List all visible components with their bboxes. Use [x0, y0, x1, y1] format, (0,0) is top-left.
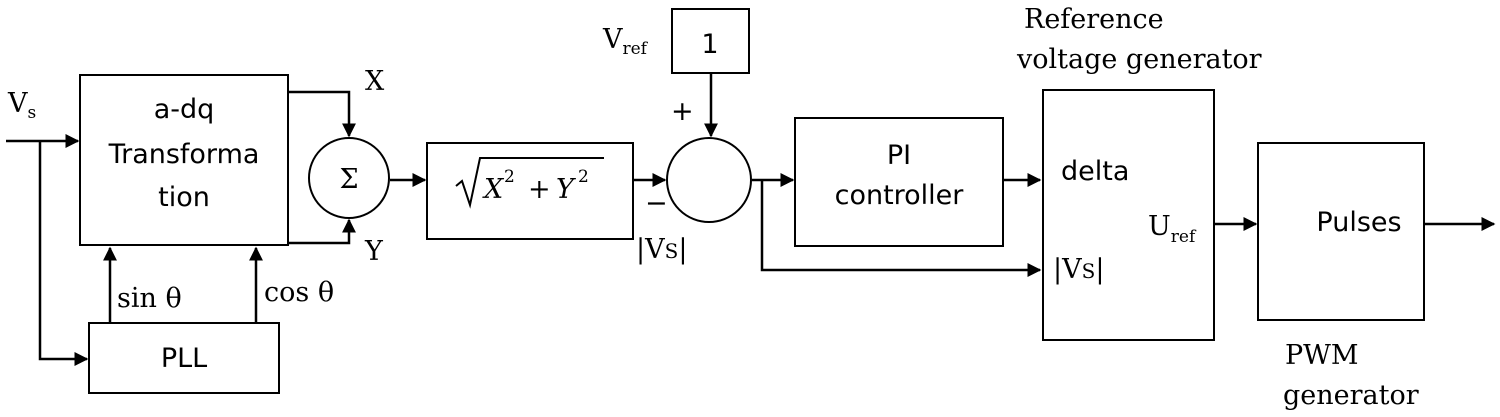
ref-gen-title-line1: Reference — [1024, 4, 1164, 35]
summing-junction — [308, 137, 390, 219]
vs-magnitude-input-label: |VS| — [1053, 254, 1104, 285]
pi-controller-block — [794, 117, 1004, 247]
formula-x: X — [482, 174, 505, 205]
adq-label-line3: tion — [158, 182, 210, 213]
magnitude-formula: X 2 + Y 2 — [455, 157, 604, 209]
y-signal-label: Y — [364, 236, 384, 267]
uref-main: U — [1148, 211, 1171, 242]
formula-x-exponent: 2 — [504, 167, 515, 187]
adq-label-line2: Transforma — [108, 139, 260, 170]
constant-block — [671, 8, 750, 74]
comparator-junction — [666, 137, 752, 223]
formula-y-exponent: 2 — [578, 167, 589, 187]
vs-magnitude-label: |VS| — [636, 234, 687, 265]
sum-symbol: Σ — [339, 164, 358, 195]
vs-mag-open: |V — [636, 234, 665, 265]
x-wire — [288, 90, 356, 138]
x-signal-label: X — [365, 66, 385, 97]
vs-input-open: |V — [1053, 254, 1082, 285]
adq-label-line1: a-dq — [154, 94, 215, 125]
vref-sub: ref — [623, 39, 649, 59]
formula-plus: + — [528, 174, 551, 205]
sin-theta-label: sin θ — [117, 283, 182, 314]
uref-sub: ref — [1171, 227, 1197, 247]
minus-sign: − — [645, 188, 668, 219]
plus-sign: + — [671, 96, 694, 127]
pll-label: PLL — [161, 343, 207, 374]
y-wire — [288, 218, 356, 245]
pi-label-line2: controller — [835, 180, 965, 211]
vs-input-label: Vs — [7, 88, 36, 123]
vs-sub: s — [28, 103, 37, 123]
vs-to-pll-wire — [38, 141, 89, 366]
cos-theta-label: cos θ — [264, 277, 334, 308]
pwm-title-line1: PWM — [1285, 340, 1359, 371]
radical-sign — [455, 157, 604, 209]
formula-y: Y — [556, 174, 576, 205]
adq-transformation-block — [79, 74, 289, 246]
vs-input-sub: S — [1082, 259, 1096, 283]
vs-mag-close: | — [678, 234, 687, 265]
pwm-title-line2: generator — [1283, 380, 1419, 411]
vs-input-close: | — [1095, 254, 1104, 285]
reference-voltage-generator-block — [1042, 89, 1215, 341]
vref-main: V — [602, 24, 623, 55]
ref-gen-title-line2: voltage generator — [1016, 44, 1262, 75]
pll-block — [88, 322, 280, 394]
pulses-label: Pulses — [1316, 207, 1401, 238]
pwm-generator-block — [1257, 142, 1425, 321]
pi-label-line1: PI — [887, 140, 911, 171]
vref-label: Vref — [602, 24, 649, 59]
uref-output-label: Uref — [1148, 211, 1197, 247]
vs-mag-sub: S — [665, 239, 679, 263]
vs-magnitude-branch-wire — [760, 180, 1042, 277]
constant-value: 1 — [701, 29, 718, 60]
delta-input-label: delta — [1061, 156, 1129, 187]
vs-main: V — [7, 88, 28, 119]
